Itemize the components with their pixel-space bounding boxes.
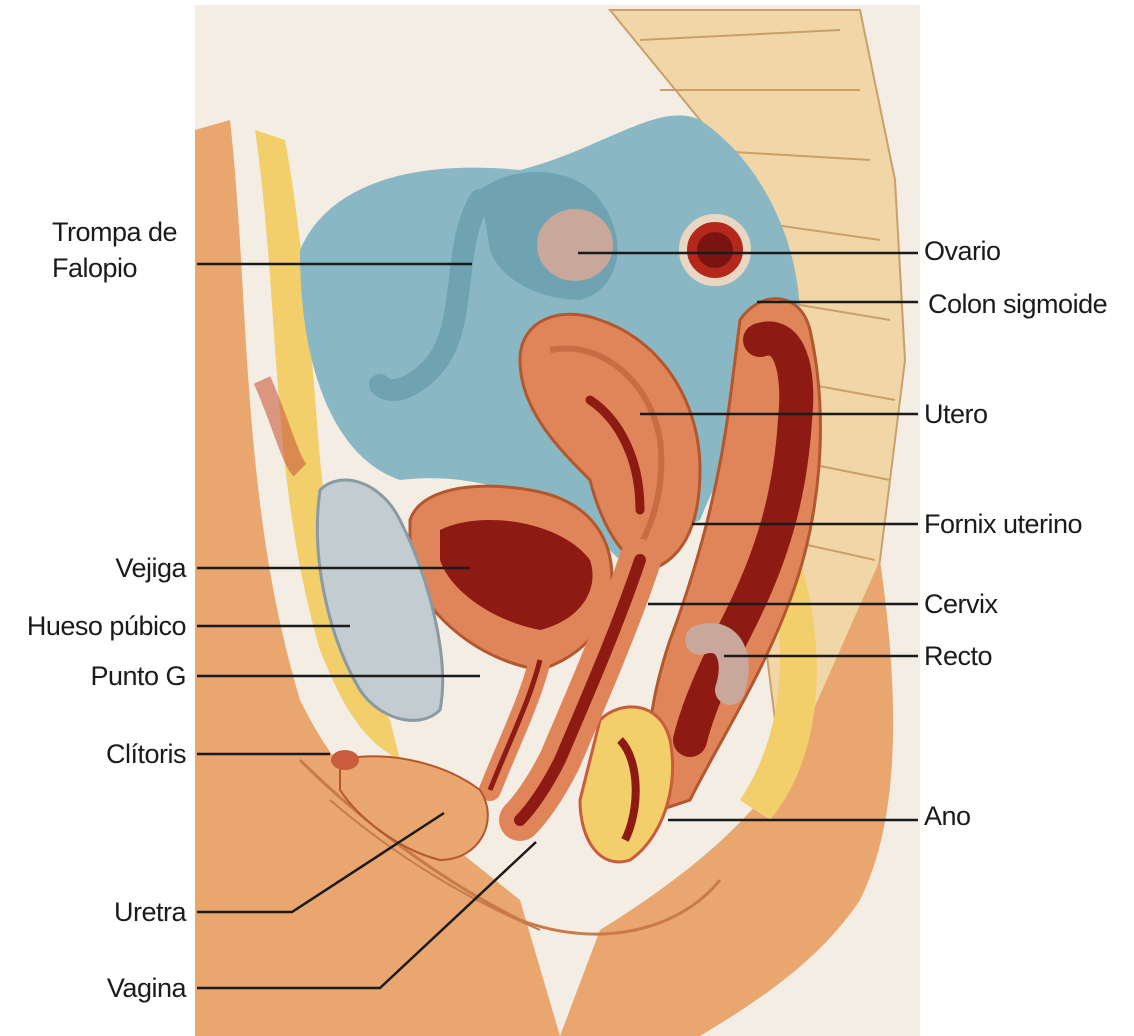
label-recto: Recto — [924, 640, 992, 672]
label-ovario: Ovario — [924, 235, 1001, 267]
label-cervix: Cervix — [924, 588, 998, 620]
ovary-near — [535, 207, 615, 283]
label-clitoris: Clítoris — [106, 738, 186, 770]
label-vejiga: Vejiga — [115, 552, 186, 584]
label-ano: Ano — [924, 800, 971, 832]
label-punto-g: Punto G — [90, 660, 186, 692]
label-hueso-pubico: Hueso púbico — [27, 610, 186, 642]
label-colon-sigmoide: Colon sigmoide — [928, 288, 1107, 320]
clitoris-shape — [331, 750, 359, 770]
label-trompa-de-falopio: Trompa de Falopio — [52, 214, 177, 286]
label-uretra: Uretra — [114, 896, 186, 928]
label-utero: Utero — [924, 398, 988, 430]
label-vagina: Vagina — [107, 972, 186, 1004]
label-trompa-line-2: Falopio — [52, 250, 177, 286]
label-trompa-line-1: Trompa de — [52, 214, 177, 250]
label-fornix-uterino: Fornix uterino — [924, 508, 1082, 540]
